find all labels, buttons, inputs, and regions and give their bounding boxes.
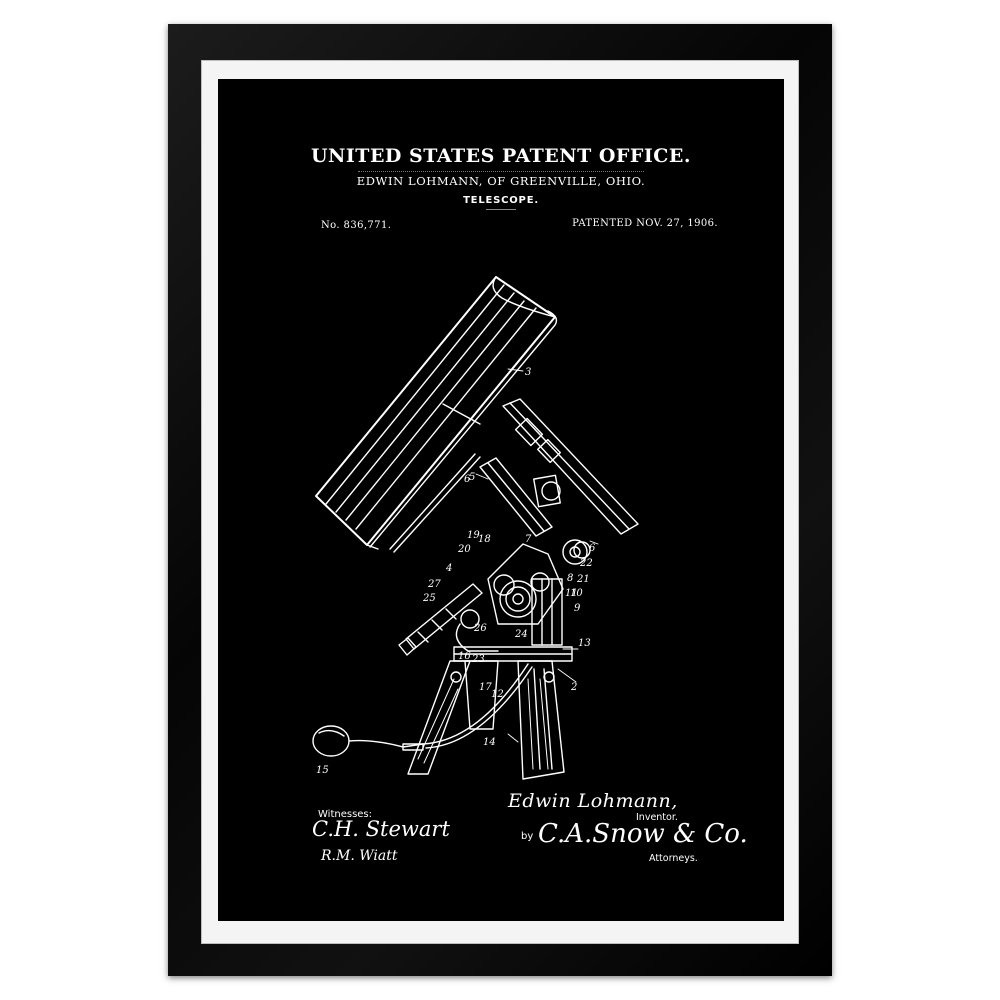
telescope-arm <box>389 398 639 553</box>
patent-subject: TELESCOPE. <box>463 195 539 206</box>
telescope-drawing: 3667891011121314151617181920212223242526… <box>312 276 639 780</box>
reference-numeral: 4 <box>445 563 452 574</box>
reference-numeral: 27 <box>427 579 441 590</box>
patent-print: UNITED STATES PATENT OFFICE. EDWIN LOHMA… <box>218 79 784 921</box>
reference-numeral: 2 <box>570 682 577 693</box>
reference-numeral: 14 <box>483 737 496 748</box>
telescope-mount <box>398 457 591 656</box>
patent-office-title: UNITED STATES PATENT OFFICE. <box>310 145 691 167</box>
reference-numeral: 26 <box>473 623 487 634</box>
inventor-line: EDWIN LOHMANN, OF GREENVILLE, OHIO. <box>356 174 646 188</box>
telescope-tube <box>315 276 558 550</box>
reference-numeral: 16 <box>458 651 471 662</box>
reference-numeral: 5 <box>469 472 475 483</box>
reference-numeral: 7 <box>525 534 532 545</box>
reference-numeral: 10 <box>570 588 583 599</box>
subject-rule <box>486 209 516 210</box>
leg-hatching <box>417 678 549 770</box>
attorney-signature: C.A.Snow & Co. <box>538 819 748 849</box>
reference-numeral: 8 <box>567 573 573 584</box>
reference-numeral: 6 <box>464 474 471 485</box>
witness-signature-2: R.M. Wiatt <box>321 848 398 864</box>
witnesses-label: Witnesses: <box>318 809 373 820</box>
attorney-role: Attorneys. <box>649 853 698 864</box>
by-label: by <box>521 831 534 842</box>
reference-numeral: 23 <box>471 654 485 665</box>
reference-numeral: 22 <box>579 558 593 569</box>
reference-numeral: 13 <box>578 638 591 649</box>
patent-number: No. 836,771. <box>321 220 392 231</box>
reference-numeral: 15 <box>316 765 329 776</box>
fine-print-line <box>358 171 644 174</box>
reference-numeral: 3 <box>525 367 531 378</box>
reference-numeral: 18 <box>478 534 491 545</box>
reference-numeral: 11 <box>565 588 578 599</box>
inventor-signature: Edwin Lohmann, <box>508 790 678 812</box>
mount-base <box>407 646 573 780</box>
reference-numeral: 21 <box>576 574 590 585</box>
reference-numeral: 24 <box>514 629 528 640</box>
leader-lines <box>475 368 599 743</box>
reference-numeral: 12 <box>491 689 504 700</box>
pneumatic-bulb <box>312 663 533 757</box>
reference-numeral: 25 <box>422 593 436 604</box>
reference-numeral: 19 <box>467 530 480 541</box>
reference-numeral: 20 <box>457 544 471 555</box>
reference-numeral: 17 <box>479 682 492 693</box>
patent-date: PATENTED NOV. 27, 1906. <box>572 218 718 229</box>
reference-numeral: 9 <box>574 603 581 614</box>
inventor-role: Inventor. <box>636 812 678 823</box>
reference-numeral: 6 <box>589 543 596 554</box>
witness-signature-1: C.H. Stewart <box>312 817 450 841</box>
